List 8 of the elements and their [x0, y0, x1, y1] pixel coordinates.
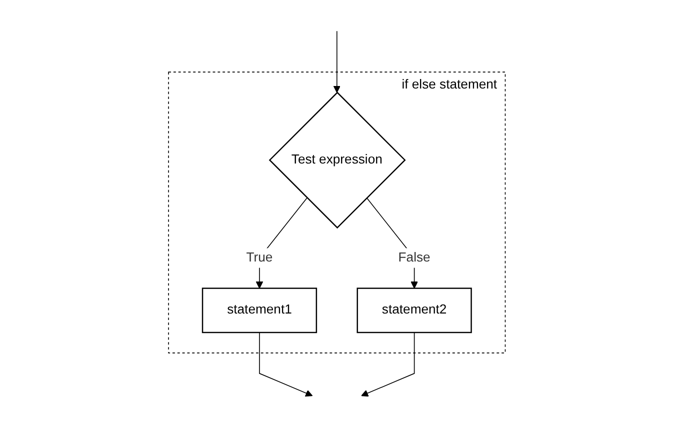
arrow	[332, 30, 340, 93]
edge-label: True	[246, 250, 272, 265]
edge-label: False	[398, 250, 430, 265]
node-box: statement2	[356, 288, 472, 334]
node-box: statement1	[202, 288, 317, 334]
arrow	[360, 332, 414, 397]
node-diamond: Test expression	[268, 92, 406, 229]
arrow	[258, 332, 312, 397]
